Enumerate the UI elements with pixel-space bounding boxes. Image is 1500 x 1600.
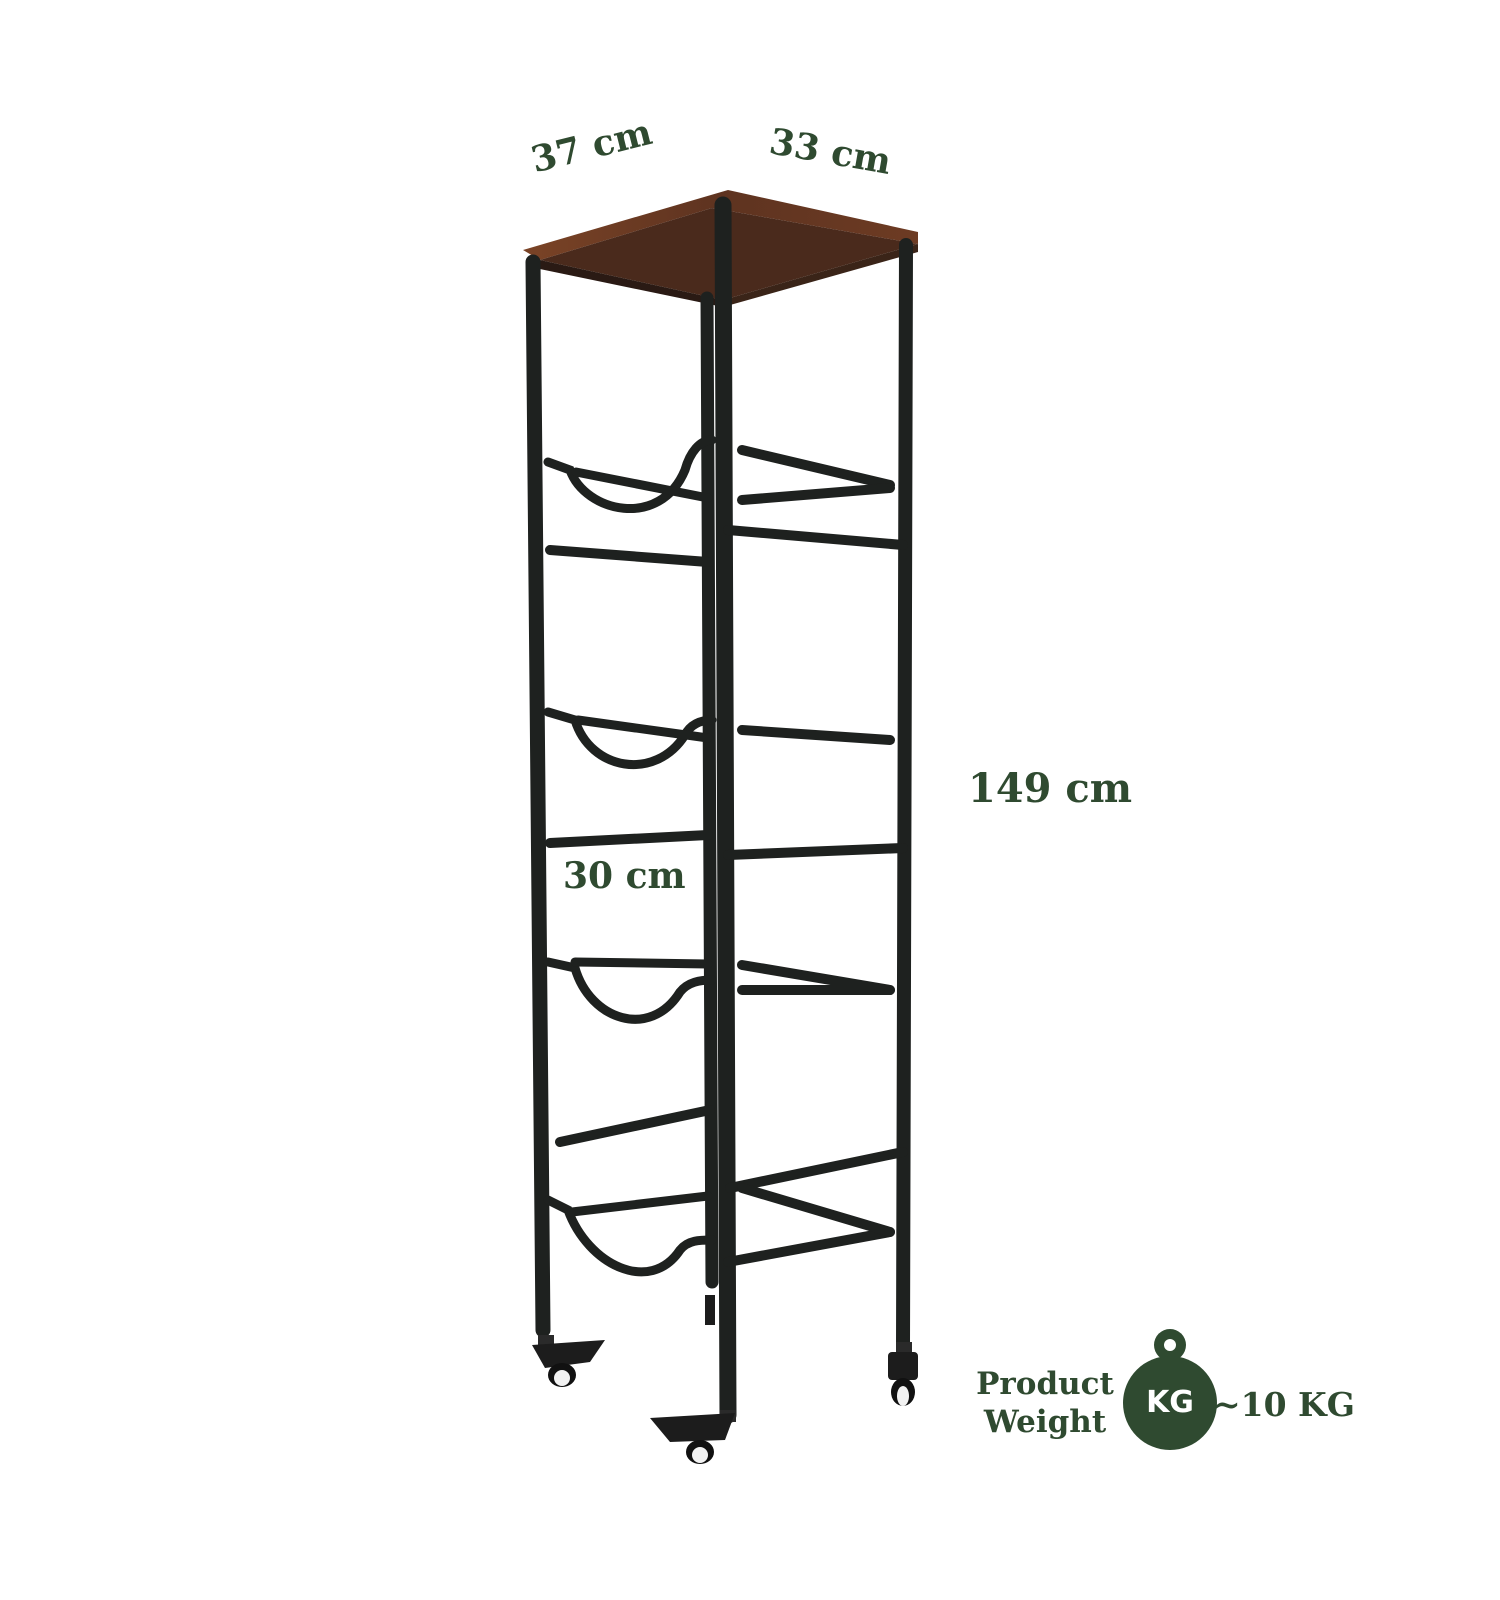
bottle-cradles bbox=[543, 435, 717, 1277]
frame-crossbars bbox=[545, 445, 908, 1267]
weight-icon bbox=[1123, 1329, 1217, 1450]
frame-legs bbox=[525, 196, 913, 1424]
product-weight-value: ~10 KG bbox=[1213, 1385, 1355, 1424]
product-weight-label: Product Weight bbox=[970, 1365, 1120, 1441]
product-weight-label-line1: Product bbox=[976, 1366, 1114, 1402]
caster-wheel-icon bbox=[532, 1295, 918, 1464]
height-dimension-label: 149 cm bbox=[968, 765, 1133, 812]
product-weight-label-line2: Weight bbox=[983, 1404, 1107, 1440]
weight-icon-text: KG bbox=[1146, 1385, 1194, 1420]
shelf-gap-dimension-label: 30 cm bbox=[563, 855, 686, 897]
